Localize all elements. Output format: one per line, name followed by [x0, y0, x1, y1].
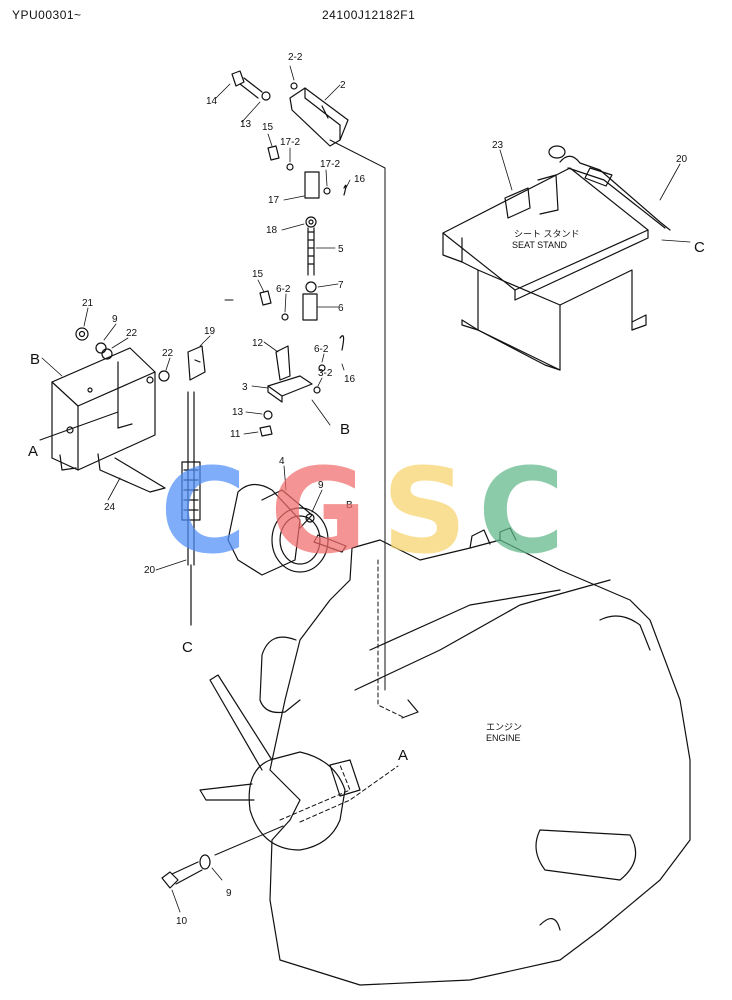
part-label: 2-2	[288, 52, 303, 63]
part-label: 11	[230, 429, 241, 440]
part-label: 6	[338, 303, 344, 314]
drawing-number: 24100J12182F1	[322, 8, 416, 22]
part-label: 15	[262, 122, 274, 133]
throttle-cable-lower	[181, 391, 201, 626]
part-label: 5	[338, 244, 344, 255]
part-label: 20	[676, 154, 688, 165]
throttle-cable-upper	[548, 145, 671, 231]
governor-motor	[227, 483, 347, 576]
part-label: 13	[240, 119, 252, 130]
part-label: 10	[176, 916, 188, 927]
document-code: YPU00301~	[12, 8, 82, 22]
part-label: 17-2	[280, 137, 300, 148]
part-label: 12	[252, 338, 264, 349]
part-label: 22	[162, 348, 174, 359]
engine-block	[199, 527, 691, 986]
watermark-c1: C	[160, 442, 247, 580]
upper-bracket	[289, 87, 349, 321]
ref-letter: A	[28, 443, 38, 460]
part-label: 3-2	[318, 368, 333, 379]
part-label: 24	[104, 502, 116, 513]
ref-letter: B	[30, 351, 40, 368]
part-label: 7	[338, 280, 344, 291]
part-label: 15	[252, 269, 264, 280]
part-label: 18	[266, 225, 278, 236]
part-label: 17-2	[320, 159, 340, 170]
part-label: 23	[492, 140, 504, 151]
watermark-g: G	[270, 442, 367, 580]
ref-letter: C	[182, 639, 193, 656]
part-label: 3	[242, 382, 248, 393]
seat-stand-bracket	[442, 167, 649, 371]
ref-letter: B	[340, 421, 350, 438]
part-label: 20	[144, 565, 156, 576]
part-label: 16	[344, 374, 356, 385]
ref-letter: C	[694, 239, 705, 256]
part-labels: 2-2 2 14 13 15 17-2 17-2 16 17 18 5 15 6…	[82, 52, 688, 927]
engine-label-en: ENGINE	[486, 733, 521, 743]
ref-letter: B	[346, 500, 353, 511]
part-label: 4	[279, 456, 285, 467]
part-label: 16	[354, 174, 366, 185]
ref-letter: A	[398, 747, 408, 764]
part-label: 21	[82, 298, 94, 309]
watermark-c2: C	[478, 442, 565, 580]
part-label: 6-2	[314, 344, 329, 355]
reference-letters: A B C A B C B	[28, 239, 705, 764]
watermark-s: S	[382, 442, 467, 580]
left-mount-bracket	[51, 347, 166, 493]
part-label: 14	[206, 96, 218, 107]
part-label: 9	[112, 314, 118, 325]
part-label: 19	[204, 326, 216, 337]
lever	[259, 345, 313, 437]
part-label: 13	[232, 407, 244, 418]
part-label: 9	[318, 480, 324, 491]
part-label: 2	[340, 80, 346, 91]
seat-stand-label-en: SEAT STAND	[512, 240, 568, 250]
engine-label-jp: エンジン	[486, 722, 522, 732]
part-label: 17	[268, 195, 280, 206]
part-label: 6-2	[276, 284, 291, 295]
part-label: 22	[126, 328, 138, 339]
seat-stand-label-jp: シート スタンド	[514, 229, 580, 239]
part-label: 9	[226, 888, 232, 899]
